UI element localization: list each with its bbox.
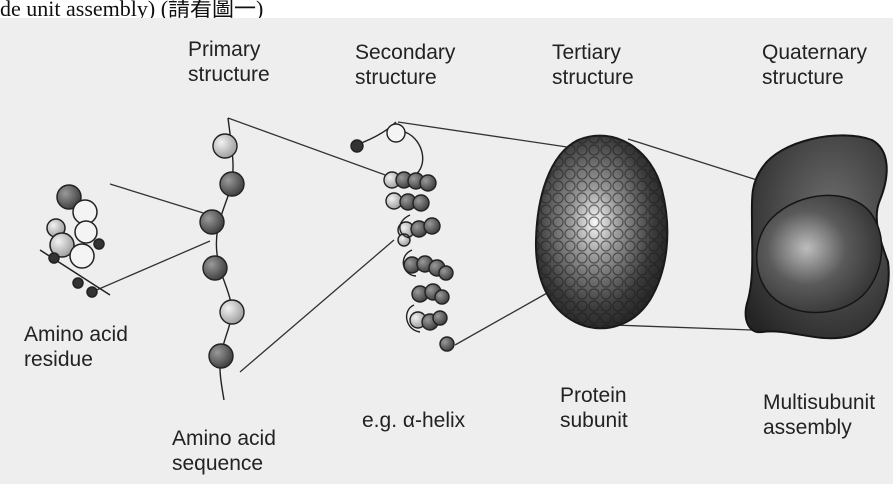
primary-structure-chain <box>200 118 244 400</box>
primary-structure-label: Primary structure <box>188 37 270 87</box>
amino-acid-residue-label: Amino acid residue <box>24 322 128 372</box>
quaternary-structure-shape <box>746 135 889 338</box>
sequence-label-line2: sequence <box>172 451 276 476</box>
secondary-label-line1: Secondary <box>355 40 455 65</box>
multisubunit-assembly-label: Multisubunit assembly <box>763 390 875 440</box>
protein-subunit-label: Protein subunit <box>560 383 628 433</box>
amino-acid-sequence-label: Amino acid sequence <box>172 426 276 476</box>
assembly-label-line2: assembly <box>763 415 875 440</box>
quaternary-label-line1: Quaternary <box>762 40 867 65</box>
subunit-label-line1: Protein <box>560 383 628 408</box>
subunit-label-line2: subunit <box>560 408 628 433</box>
residue-label-line1: Amino acid <box>24 322 128 347</box>
tertiary-label-line1: Tertiary <box>552 40 634 65</box>
secondary-label-line2: structure <box>355 65 455 90</box>
tertiary-structure-label: Tertiary structure <box>552 40 634 90</box>
assembly-label-line1: Multisubunit <box>763 390 875 415</box>
tertiary-label-line2: structure <box>552 65 634 90</box>
primary-label-line2: structure <box>188 62 270 87</box>
residue-label-line2: residue <box>24 347 128 372</box>
tertiary-structure-blob <box>536 136 667 329</box>
quaternary-structure-label: Quaternary structure <box>762 40 867 90</box>
amino-acid-residue-diagram <box>40 185 110 297</box>
sequence-label-line1: Amino acid <box>172 426 276 451</box>
quaternary-label-line2: structure <box>762 65 867 90</box>
secondary-structure-label: Secondary structure <box>355 40 455 90</box>
alpha-helix-label: e.g. α-helix <box>362 408 465 433</box>
primary-label-line1: Primary <box>188 37 270 62</box>
alpha-helix-diagram <box>351 122 454 351</box>
